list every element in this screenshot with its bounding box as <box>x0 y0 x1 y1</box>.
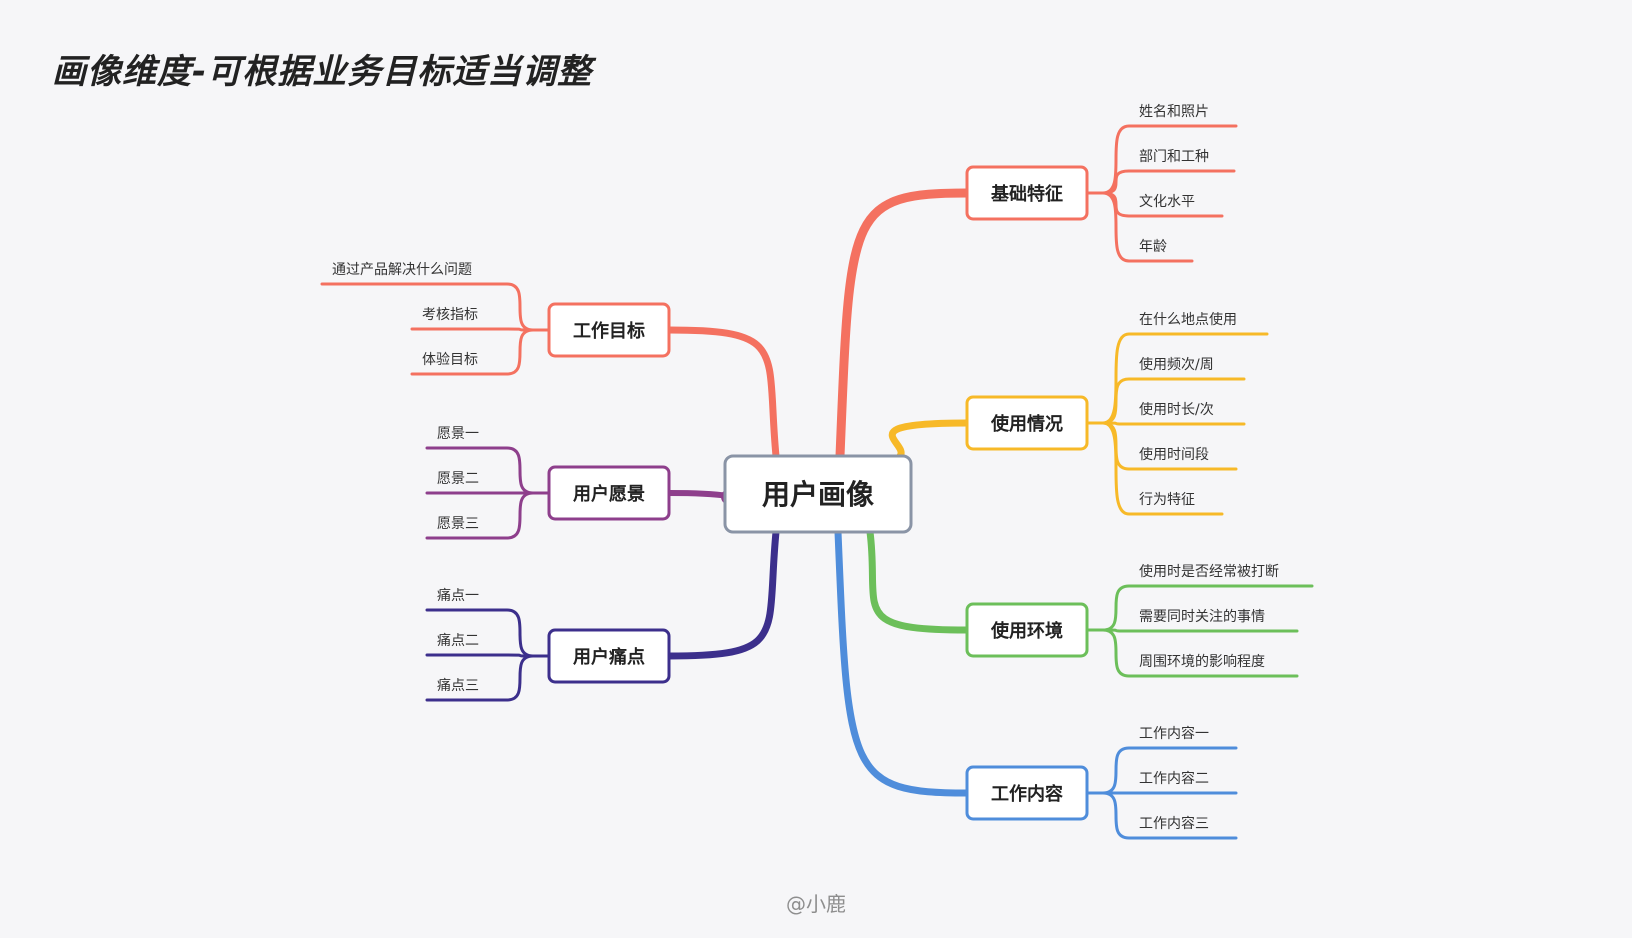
branch-connector <box>834 528 971 797</box>
branch-connector <box>866 528 971 634</box>
leaf-label: 体验目标 <box>422 352 478 368</box>
branch-node[interactable]: 工作目标 <box>547 302 671 358</box>
branch-label: 用户痛点 <box>573 646 645 668</box>
leaf-label: 使用时间段 <box>1139 446 1209 463</box>
leaf-label: 周围环境的影响程度 <box>1139 654 1265 670</box>
branch-node[interactable]: 工作内容 <box>965 765 1089 821</box>
root-label: 用户画像 <box>762 478 875 511</box>
branch-label: 基础特征 <box>990 183 1063 205</box>
leaf-connector <box>410 328 551 376</box>
connectors <box>320 124 1314 840</box>
leaf-label: 工作内容三 <box>1139 815 1209 832</box>
branch-connector <box>665 528 780 660</box>
leaf-label: 痛点一 <box>437 587 479 604</box>
leaf-connector <box>425 654 551 702</box>
leaf-label: 在什么地点使用 <box>1139 311 1237 328</box>
leaf-label: 通过产品解决什么问题 <box>332 262 472 278</box>
branch-label: 使用情况 <box>990 414 1063 435</box>
leaf-connector <box>1085 421 1224 516</box>
leaf-connector <box>425 491 551 540</box>
leaf-label: 使用频次/周 <box>1139 356 1214 373</box>
leaf-label: 年龄 <box>1139 239 1167 255</box>
branch-node[interactable]: 使用环境 <box>965 602 1089 658</box>
leaf-connector <box>1085 191 1194 263</box>
leaf-label: 痛点二 <box>437 632 479 649</box>
branch-node[interactable]: 使用情况 <box>965 395 1089 451</box>
leaf-label: 姓名和照片 <box>1139 104 1209 120</box>
leaf-connector <box>1085 791 1238 840</box>
nodes: 姓名和照片部门和工种文化水平年龄基础特征在什么地点使用使用频次/周使用时长/次使… <box>332 104 1279 832</box>
leaf-label: 工作内容一 <box>1139 725 1209 742</box>
leaf-label: 使用时是否经常被打断 <box>1139 563 1279 580</box>
branch-connector <box>835 188 972 461</box>
branch-node[interactable]: 用户愿景 <box>547 465 671 521</box>
leaf-label: 愿景二 <box>437 471 479 487</box>
leaf-label: 考核指标 <box>422 307 478 323</box>
page-title: 画像维度-可根据业务目标适当调整 <box>52 52 593 92</box>
leaf-label: 部门和工种 <box>1139 149 1209 165</box>
leaf-connector <box>1085 628 1299 678</box>
branch-connector <box>665 326 780 460</box>
branch-label: 使用环境 <box>990 620 1063 642</box>
leaf-label: 行为特征 <box>1139 492 1195 508</box>
branch-label: 工作内容 <box>991 783 1063 805</box>
branch-node[interactable]: 用户痛点 <box>547 628 671 684</box>
leaf-label: 愿景三 <box>437 516 479 532</box>
author-credit: @小鹿 <box>786 892 846 916</box>
leaf-label: 需要同时关注的事情 <box>1139 609 1265 625</box>
branch-label: 工作目标 <box>573 320 645 342</box>
leaf-label: 文化水平 <box>1139 194 1195 210</box>
leaf-label: 工作内容二 <box>1139 770 1209 787</box>
branch-label: 用户愿景 <box>573 483 645 505</box>
root-node[interactable]: 用户画像 <box>723 454 913 534</box>
leaf-connector <box>1085 628 1299 633</box>
leaf-label: 愿景一 <box>437 426 479 442</box>
branch-connector <box>888 419 971 460</box>
leaf-label: 使用时长/次 <box>1139 401 1214 418</box>
branch-node[interactable]: 基础特征 <box>965 165 1089 221</box>
leaf-label: 痛点三 <box>437 677 479 694</box>
